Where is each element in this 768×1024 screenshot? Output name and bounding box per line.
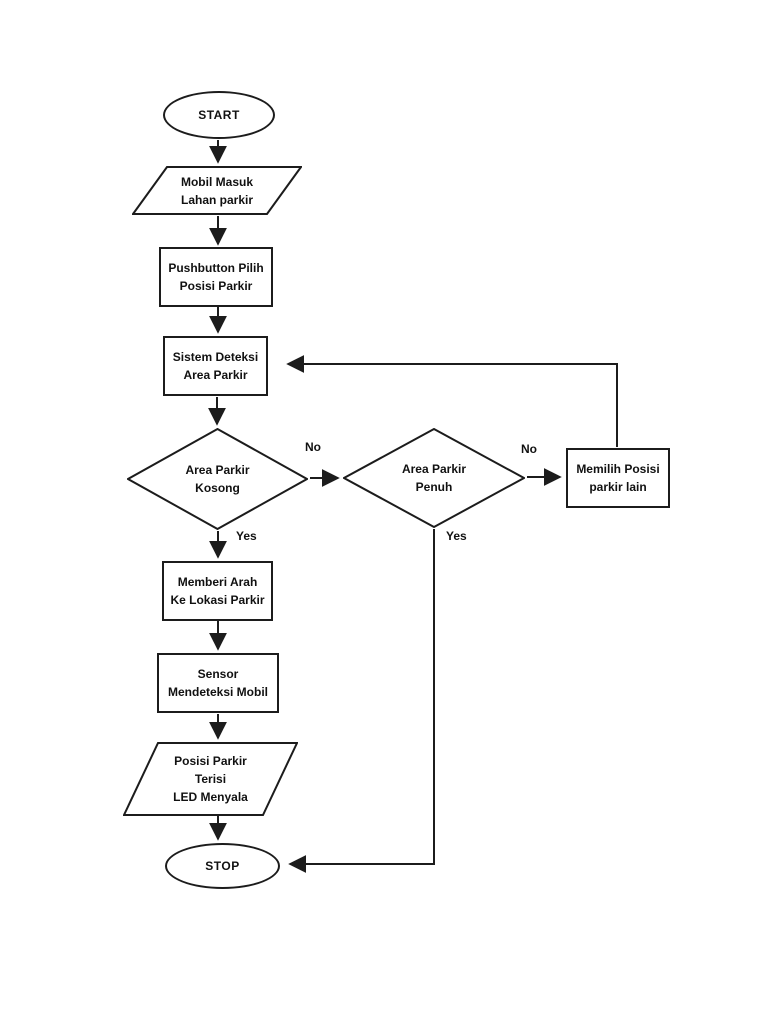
terminator-start: START [163,91,275,139]
decision-area-kosong: Area Parkir Kosong [127,428,308,530]
terminator-stop: STOP [165,843,280,889]
diamond-shape [127,428,308,530]
edge-label-penuh-yes: Yes [446,529,467,543]
edge-label-kosong-no: No [305,440,321,454]
process-pushbutton: Pushbutton Pilih Posisi Parkir [159,247,273,307]
edge-label-kosong-yes: Yes [236,529,257,543]
diamond-shape [343,428,525,528]
process-sistem-deteksi: Sistem Deteksi Area Parkir [163,336,268,396]
edge-penuh-yes-to-stop [288,529,435,873]
node-label: Sistem Deteksi Area Parkir [172,350,259,382]
edge-label-penuh-no: No [521,442,537,456]
node-label: START [198,108,240,122]
edge-memilih-loop-to-sistem-deteksi [286,355,618,447]
node-label: Area Parkir Penuh [401,462,467,494]
io-mobil-masuk: Mobil Masuk Lahan parkir [132,166,302,215]
node-label: Mobil Masuk Lahan parkir [180,174,254,207]
node-label: Sensor Mendeteksi Mobil [167,667,268,699]
io-posisi-terisi: Posisi Parkir Terisi LED Menyala [123,742,298,816]
node-label: STOP [205,859,240,873]
process-sensor: Sensor Mendeteksi Mobil [157,653,279,713]
process-memilih-posisi: Memilih Posisi parkir lain [566,448,670,508]
parallelogram-shape [123,742,298,816]
node-label: Memberi Arah Ke Lokasi Parkir [170,575,265,607]
parallelogram-shape [132,166,302,215]
decision-area-penuh: Area Parkir Penuh [343,428,525,528]
node-label: Pushbutton Pilih Posisi Parkir [168,261,264,293]
node-label: Area Parkir Kosong [185,463,250,495]
node-label: Memilih Posisi parkir lain [576,462,660,494]
process-memberi-arah: Memberi Arah Ke Lokasi Parkir [162,561,273,621]
node-label: Posisi Parkir Terisi LED Menyala [173,754,248,804]
